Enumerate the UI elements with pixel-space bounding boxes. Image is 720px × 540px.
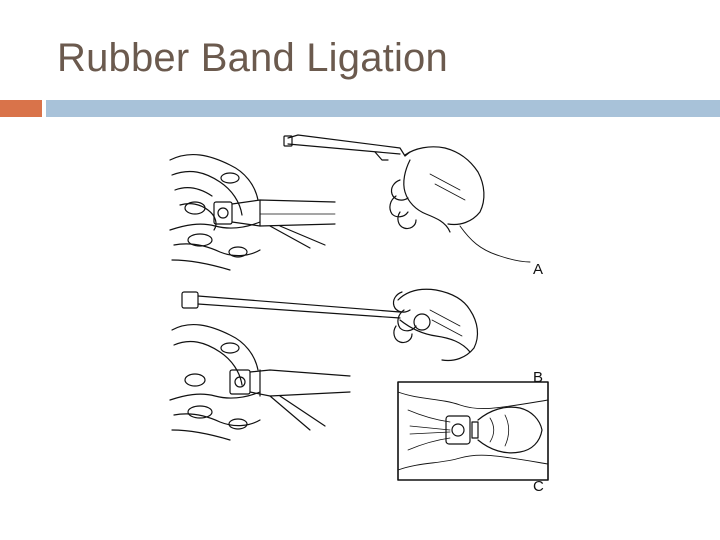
title-accent-bar <box>0 100 42 117</box>
panel-label-a: A <box>533 261 544 278</box>
slide-title: Rubber Band Ligation <box>57 36 448 80</box>
panel-c-drawing <box>397 381 549 481</box>
title-divider-bar <box>46 100 720 117</box>
ligation-illustration: A B C <box>160 130 560 500</box>
panel-label-b: B <box>533 369 544 386</box>
panel-label-c: C <box>533 478 544 495</box>
panel-a-drawing <box>169 134 531 271</box>
panel-b-drawing <box>169 288 479 441</box>
